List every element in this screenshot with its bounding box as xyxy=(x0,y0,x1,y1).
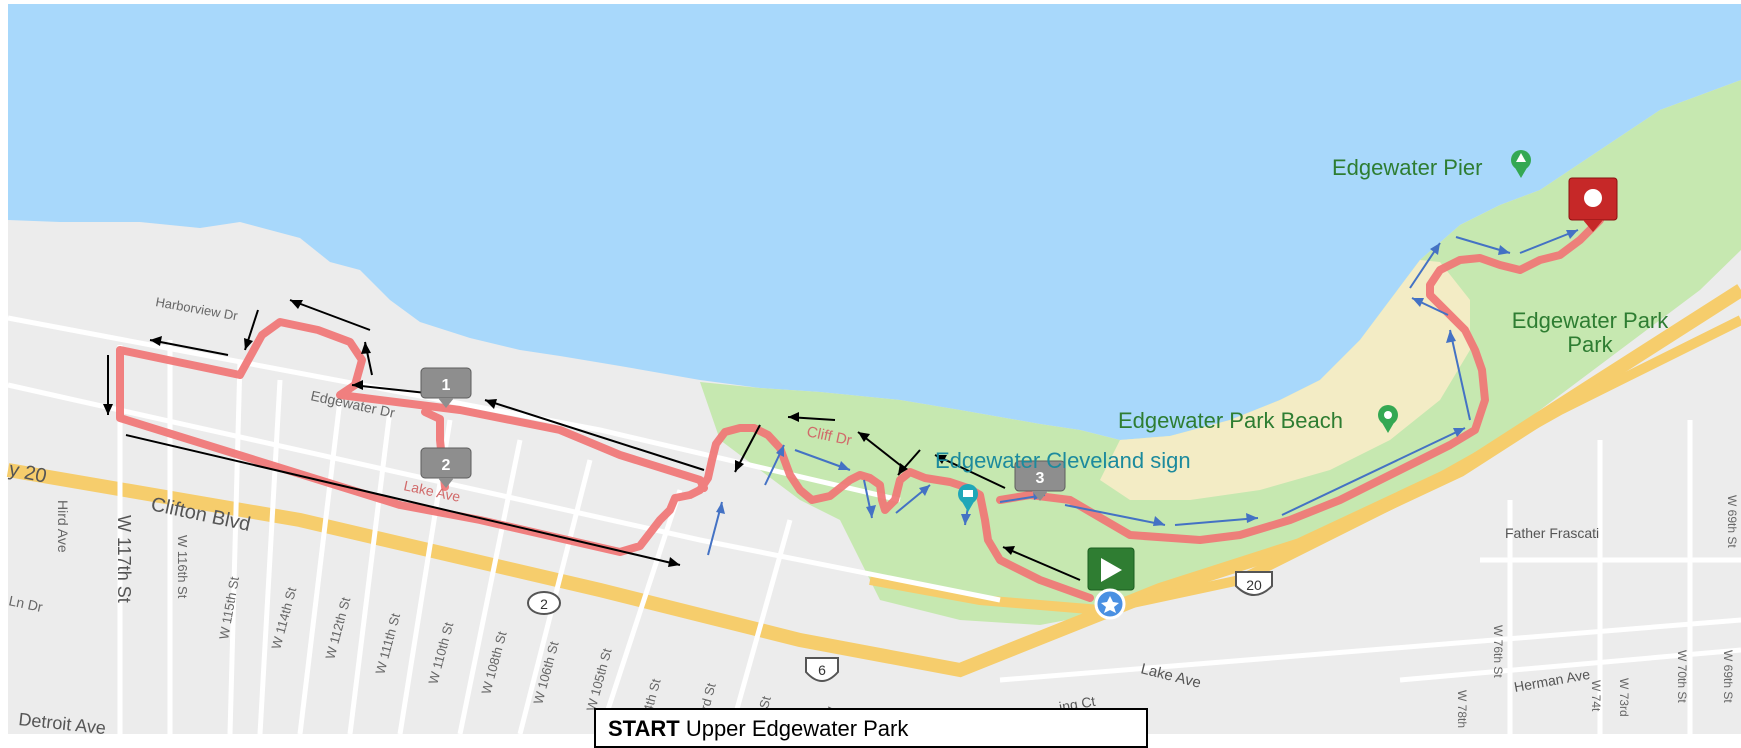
start-info-box: START Upper Edgewater Park xyxy=(594,708,1148,748)
street-grid xyxy=(7,315,1741,734)
route-2-shield: 2 xyxy=(527,591,561,615)
svg-text:W 69th St: W 69th St xyxy=(1721,650,1735,703)
start-location-text: Upper Edgewater Park xyxy=(679,716,909,741)
black-arrowhead xyxy=(735,460,744,472)
black-arrow xyxy=(1002,546,1081,581)
blue-arrow xyxy=(1449,329,1471,421)
black-arrow xyxy=(149,339,229,356)
blue-arrowhead xyxy=(1430,243,1440,255)
blue-arrow xyxy=(1064,504,1166,526)
svg-text:W 74t: W 74t xyxy=(1589,680,1603,712)
svg-text:W 69th St: W 69th St xyxy=(1725,495,1739,548)
black-arrowhead xyxy=(244,338,253,350)
beach-area xyxy=(1100,260,1470,500)
pin-icon[interactable] xyxy=(1511,150,1531,178)
black-arrowhead xyxy=(668,557,680,567)
blue-arrow xyxy=(1174,517,1259,526)
place-label: Edgewater Park Beach xyxy=(1118,408,1343,433)
black-arrowhead xyxy=(898,463,908,475)
waypoint-marker[interactable]: 3 xyxy=(1014,460,1066,501)
place-label: Park xyxy=(1567,332,1613,357)
waypoint-number: 2 xyxy=(442,457,451,474)
waypoint-marker[interactable]: 2 xyxy=(420,447,472,488)
black-arrow xyxy=(125,434,681,566)
blue-arrowhead xyxy=(919,485,930,496)
start-play-icon[interactable] xyxy=(1087,547,1135,591)
blue-arrowhead xyxy=(716,502,725,514)
svg-text:W 73rd: W 73rd xyxy=(1617,678,1631,717)
camera-icon[interactable] xyxy=(958,484,978,512)
black-arrow xyxy=(484,399,705,471)
start-location-icon xyxy=(1094,588,1126,620)
black-arrow xyxy=(289,299,371,331)
direction-arrows-black xyxy=(107,299,1081,581)
blue-arrowhead xyxy=(1446,330,1456,343)
blue-arrowhead xyxy=(961,514,971,525)
svg-text:W 116th St: W 116th St xyxy=(175,535,190,599)
black-arrowhead xyxy=(352,380,363,390)
black-arrowhead xyxy=(788,412,799,422)
svg-text:W 117th St: W 117th St xyxy=(114,515,134,603)
svg-text:6: 6 xyxy=(818,662,826,678)
black-arrowhead xyxy=(1003,546,1015,555)
waypoint-number: 1 xyxy=(442,377,451,394)
start-label: START xyxy=(608,716,680,741)
svg-text:20: 20 xyxy=(1246,577,1262,593)
svg-text:2: 2 xyxy=(540,596,548,612)
svg-text:Hird Ave: Hird Ave xyxy=(55,500,71,553)
black-arrowhead xyxy=(150,336,162,346)
us-20-shield: 20 xyxy=(1235,571,1273,596)
black-arrowhead xyxy=(361,342,371,354)
blue-arrowhead xyxy=(1153,516,1165,526)
blue-arrowhead xyxy=(1498,245,1510,255)
black-arrow xyxy=(934,454,1006,489)
black-arrowhead xyxy=(485,399,497,409)
svg-text:W 76th St: W 76th St xyxy=(1491,625,1505,678)
blue-arrowhead xyxy=(1412,298,1424,307)
place-label: Edgewater Park xyxy=(1512,308,1670,333)
place-label: Edgewater Cleveland sign xyxy=(935,448,1191,473)
blue-arrowhead xyxy=(838,461,850,470)
black-arrowhead xyxy=(103,404,113,415)
arrowheads-blue xyxy=(716,230,1578,526)
arrowheads-black xyxy=(103,300,1015,567)
blue-arrowhead xyxy=(1246,513,1258,523)
svg-text:Ln Dr: Ln Dr xyxy=(7,592,44,615)
blue-arrowhead xyxy=(1453,428,1465,437)
waypoint-marker[interactable]: 1 xyxy=(420,367,472,408)
black-arrowhead xyxy=(858,432,870,442)
blue-arrow xyxy=(1281,427,1466,516)
black-arrowhead xyxy=(935,455,947,464)
us-6-shield: 6 xyxy=(805,657,839,682)
end-flag-icon[interactable] xyxy=(1568,177,1618,232)
place-label: Father Frascati xyxy=(1505,525,1599,541)
svg-text:W 78th: W 78th xyxy=(1455,690,1469,728)
waypoint-number: 3 xyxy=(1036,470,1045,487)
blue-arrowhead xyxy=(776,445,784,457)
black-arrowhead xyxy=(290,300,303,309)
place-label: Edgewater Pier xyxy=(1332,155,1482,180)
blue-arrowhead xyxy=(1566,230,1578,239)
blue-arrowhead xyxy=(866,505,876,518)
svg-text:W 70th St: W 70th St xyxy=(1675,650,1689,703)
pin-icon[interactable] xyxy=(1378,405,1398,433)
